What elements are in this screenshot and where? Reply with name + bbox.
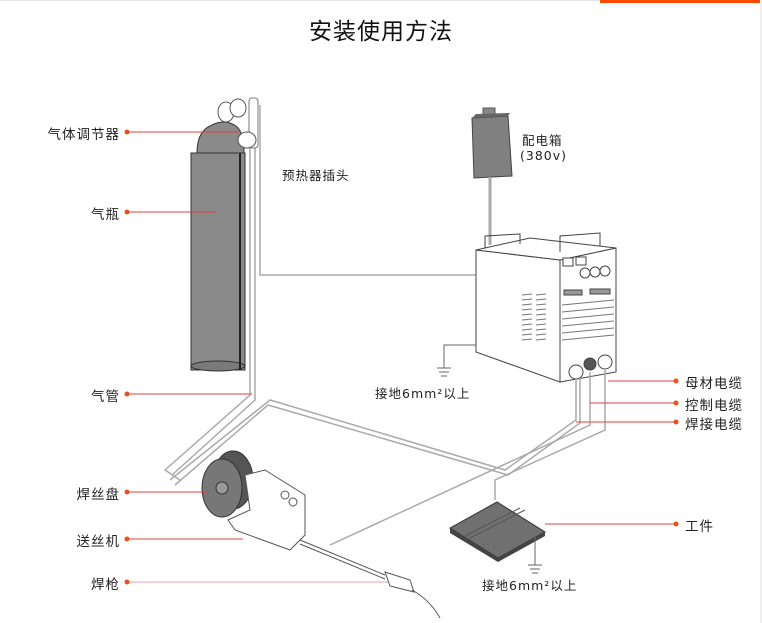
label-base-material-cable: 母材电缆 <box>685 376 743 392</box>
wire-feeder-shape <box>227 469 306 551</box>
wire-spool-shape <box>201 450 254 518</box>
label-gas-hose: 气管 <box>91 389 120 405</box>
label-distribution-voltage: (380v) <box>520 148 568 163</box>
leader-lines-left <box>124 129 388 585</box>
label-workpiece: 工件 <box>685 519 714 535</box>
label-wire-spool: 焊丝盘 <box>76 487 120 503</box>
label-wire-feeder: 送丝机 <box>76 534 120 550</box>
distribution-box-shape <box>471 107 513 245</box>
top-divider <box>0 0 600 1</box>
gas-hose-line <box>163 105 476 481</box>
welding-machine-shape <box>475 232 617 383</box>
gas-regulator-shape <box>217 98 257 149</box>
gas-cylinder-shape <box>190 121 246 372</box>
label-machine-ground: 接地6mm²以上 <box>375 386 471 401</box>
machine-ground-symbol <box>437 344 476 377</box>
page-title: 安装使用方法 <box>309 19 453 45</box>
label-preheater-plug: 预热器插头 <box>282 168 350 183</box>
label-gas-regulator: 气体调节器 <box>47 127 120 143</box>
label-control-cable: 控制电缆 <box>685 398 743 414</box>
workpiece-shape <box>449 501 546 574</box>
right-edge <box>760 0 762 623</box>
machine-cables <box>169 370 606 546</box>
label-welding-cable: 焊接电缆 <box>685 417 743 433</box>
label-workpiece-ground: 接地6mm²以上 <box>482 578 578 593</box>
label-gas-cylinder: 气瓶 <box>91 207 120 223</box>
leader-lines-right <box>545 378 679 527</box>
accent-bar <box>600 0 760 3</box>
label-welding-torch: 焊枪 <box>91 577 120 593</box>
welding-torch-shape <box>299 539 441 619</box>
label-distribution-box: 配电箱 <box>522 133 563 148</box>
